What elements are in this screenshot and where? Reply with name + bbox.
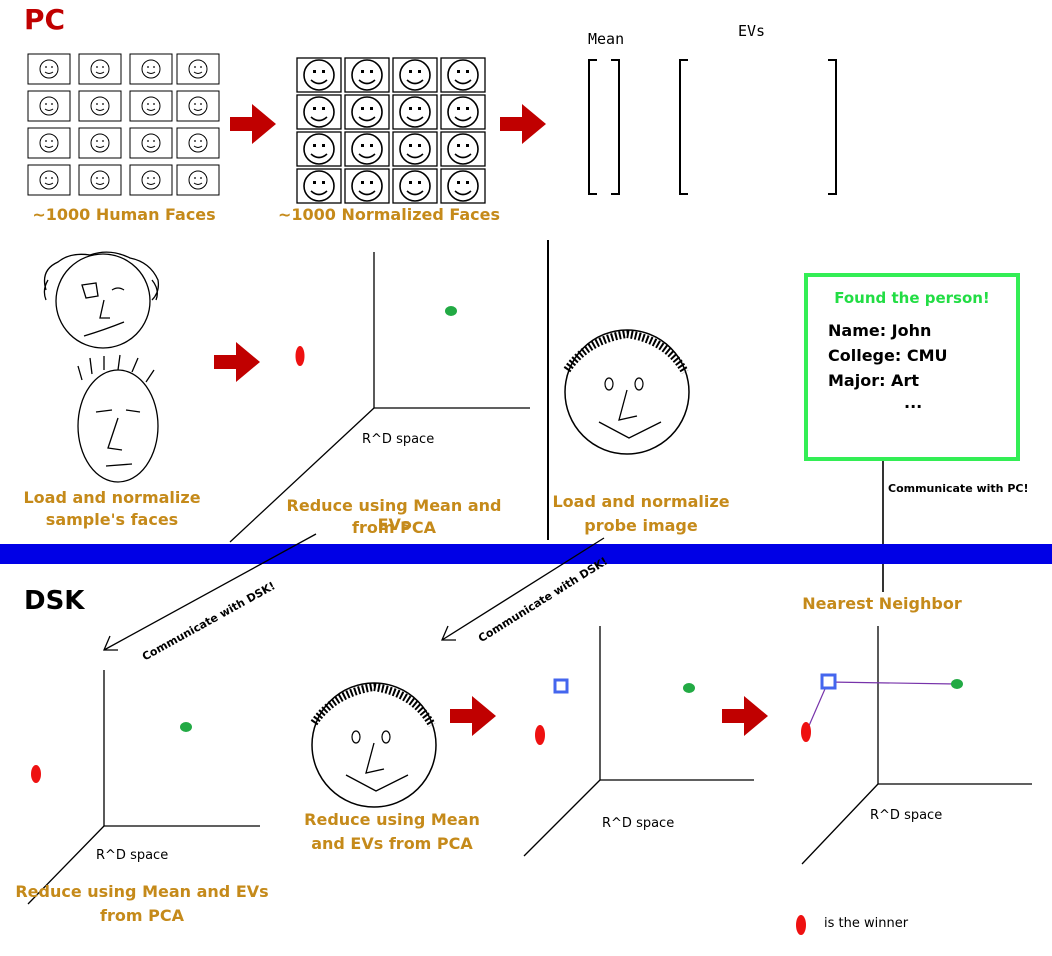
normalized-face-icon bbox=[440, 94, 486, 130]
result-major: Major: Art bbox=[828, 371, 919, 390]
reduce-caption-dsk-line1: Reduce using Mean and EVs bbox=[15, 882, 269, 901]
result-box: Found the person! Name: John College: CM… bbox=[804, 273, 1020, 461]
normalized-face-icon bbox=[392, 94, 438, 130]
load-probe-caption-line1: Load and normalize bbox=[552, 492, 730, 511]
normalized-face-icon bbox=[296, 168, 342, 204]
face-thumbnail-icon bbox=[78, 53, 122, 85]
dsk-section-label: DSK bbox=[24, 586, 85, 616]
normalized-face-icon bbox=[344, 57, 390, 93]
result-college: College: CMU bbox=[828, 346, 948, 365]
face-thumbnail-icon bbox=[129, 127, 173, 159]
mean-vector-bracket bbox=[588, 59, 620, 195]
big-red-arrow-icon bbox=[450, 696, 496, 736]
load-probe-caption-line2: probe image bbox=[584, 516, 698, 535]
reduce-caption-pc-line2: from PCA bbox=[352, 518, 436, 537]
evs-label: EVs bbox=[738, 22, 766, 40]
normalized-face-icon bbox=[440, 131, 486, 167]
raw-faces-grid bbox=[27, 53, 220, 196]
nearest-neighbor-links bbox=[807, 681, 957, 729]
face-thumbnail-icon bbox=[176, 127, 220, 159]
sample-point-red bbox=[295, 346, 305, 366]
sample-face-2-icon bbox=[77, 354, 159, 483]
legend-text: is the winner bbox=[824, 916, 909, 931]
rd-space-axes-dsk-3 bbox=[801, 626, 1032, 865]
rd-space-axes-dsk-2 bbox=[523, 626, 754, 857]
result-more: ... bbox=[904, 393, 923, 412]
legend-red-marker bbox=[796, 915, 806, 935]
communicate-dsk-arrow-2 bbox=[441, 537, 605, 641]
reduce-caption-dsk-mid-line1: Reduce using Mean bbox=[304, 810, 480, 829]
normalized-faces-caption: ~1000 Normalized Faces bbox=[277, 205, 501, 224]
rd-space-label-dsk-2: R^D space bbox=[602, 816, 675, 831]
face-thumbnail-icon bbox=[129, 53, 173, 85]
dsk2-point-red bbox=[535, 725, 545, 745]
face-thumbnail-icon bbox=[176, 53, 220, 85]
face-thumbnail-icon bbox=[78, 164, 122, 196]
normalized-face-icon bbox=[344, 168, 390, 204]
winner-point-red bbox=[801, 722, 811, 742]
rd-space-label-dsk-1: R^D space bbox=[96, 848, 169, 863]
face-thumbnail-icon bbox=[176, 164, 220, 196]
result-name: Name: John bbox=[828, 321, 932, 340]
face-thumbnail-icon bbox=[129, 164, 173, 196]
rd-space-label-dsk-3: R^D space bbox=[870, 808, 943, 823]
face-thumbnail-icon bbox=[176, 90, 220, 122]
big-red-arrow-icon bbox=[500, 104, 546, 144]
normalized-face-icon bbox=[392, 131, 438, 167]
human-faces-caption: ~1000 Human Faces bbox=[32, 205, 216, 224]
probe-point-blue-3 bbox=[820, 673, 837, 690]
dsk-probe-face-icon bbox=[312, 683, 436, 807]
dsk-point-red bbox=[31, 765, 41, 783]
rd-space-axes-dsk-1 bbox=[27, 670, 260, 905]
face-thumbnail-icon bbox=[27, 164, 71, 196]
rd-space-label-pc: R^D space bbox=[362, 432, 435, 447]
face-thumbnail-icon bbox=[129, 90, 173, 122]
normalized-face-icon bbox=[440, 168, 486, 204]
communicate-dsk-arrow-1 bbox=[103, 533, 317, 651]
communicate-pc-label: Communicate with PC! bbox=[888, 482, 1029, 495]
normalized-face-icon bbox=[440, 57, 486, 93]
dsk2-point-green bbox=[683, 683, 695, 693]
big-red-arrow-icon bbox=[214, 342, 260, 382]
normalized-face-icon bbox=[296, 131, 342, 167]
reduce-caption-dsk-mid-line2: and EVs from PCA bbox=[311, 834, 473, 853]
face-thumbnail-icon bbox=[78, 127, 122, 159]
face-thumbnail-icon bbox=[27, 53, 71, 85]
load-samples-caption-line2: sample's faces bbox=[45, 510, 179, 529]
normalized-face-icon bbox=[344, 131, 390, 167]
normalized-face-icon bbox=[344, 94, 390, 130]
dsk-point-green bbox=[180, 722, 192, 732]
evs-matrix-bracket bbox=[679, 59, 837, 195]
nearest-neighbor-label: Nearest Neighbor bbox=[802, 594, 962, 613]
normalized-face-icon bbox=[296, 57, 342, 93]
rd-space-axes-pc bbox=[229, 252, 530, 543]
face-thumbnail-icon bbox=[78, 90, 122, 122]
load-samples-caption-line1: Load and normalize bbox=[23, 488, 201, 507]
dsk3-point-green bbox=[951, 679, 963, 689]
reduce-caption-pc-line1: Reduce using Mean and EVs bbox=[286, 496, 502, 534]
normalized-face-icon bbox=[392, 57, 438, 93]
section-divider-band bbox=[0, 544, 1052, 564]
normalized-face-icon bbox=[392, 168, 438, 204]
sample-face-1-icon bbox=[43, 251, 160, 349]
result-title: Found the person! bbox=[834, 289, 990, 307]
big-red-arrow-icon bbox=[230, 104, 276, 144]
face-thumbnail-icon bbox=[27, 127, 71, 159]
mean-label: Mean bbox=[588, 30, 625, 48]
normalized-face-icon bbox=[296, 94, 342, 130]
probe-point-blue bbox=[553, 678, 569, 694]
normalized-faces-grid bbox=[296, 57, 486, 204]
pc-section-label: PC bbox=[24, 3, 66, 36]
probe-face-icon bbox=[565, 330, 689, 454]
reduce-caption-dsk-line2: from PCA bbox=[100, 906, 184, 925]
reduced-point-green bbox=[445, 306, 457, 316]
face-thumbnail-icon bbox=[27, 90, 71, 122]
big-red-arrow-icon bbox=[722, 696, 768, 736]
